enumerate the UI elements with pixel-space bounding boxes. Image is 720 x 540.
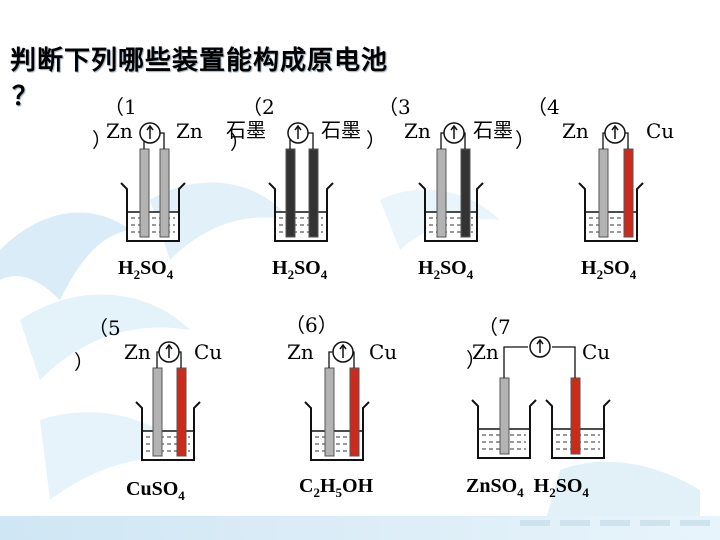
setup-1-left-electrode-label: Zn — [106, 119, 133, 143]
page-title-question-mark: ？ — [12, 82, 39, 112]
setup-6-right-electrode — [349, 367, 360, 457]
setup-1-beaker-glass — [120, 182, 186, 242]
setup-6-left-electrode-label: Zn — [287, 340, 314, 364]
setup-2-right-electrode-label: 石墨 — [321, 118, 361, 142]
setup-7-right-electrode — [570, 377, 581, 455]
setup-2-number-close: ） — [230, 130, 250, 154]
setup-5-right-electrode — [176, 367, 187, 457]
setup-5-left-electrode — [152, 367, 163, 457]
setup-6-left-electrode — [324, 367, 335, 457]
setup-6-beaker-glass — [304, 401, 370, 461]
setup-3-right-electrode-label: 石墨 — [473, 118, 513, 142]
setup-3-number-close: ） — [366, 128, 386, 152]
setup-2-number: （2 — [242, 95, 275, 119]
setup-2-left-electrode — [285, 148, 296, 238]
setup-2-left-electrode-label: 石墨 — [226, 118, 266, 142]
setup-7-number: （7 — [478, 315, 511, 339]
setup-6-galvanometer-icon-needle-arrow — [339, 343, 347, 350]
setup-5-right-electrode-label: Cu — [194, 340, 223, 364]
setup-5-galvanometer-icon-needle-arrow — [165, 343, 173, 350]
setup-4-wire-right — [625, 132, 629, 149]
setup-3-right-electrode — [460, 148, 471, 238]
setup-3-wire-left — [440, 132, 444, 149]
setup-4-left-electrode — [598, 148, 609, 238]
setup-3-left-electrode — [436, 148, 447, 238]
setup-7-wire-left — [503, 346, 528, 378]
setup-7-galvanometer-icon-needle-arrow — [536, 338, 544, 345]
setup-2-galvanometer-icon-needle-arrow — [294, 124, 302, 131]
setup-6-right-electrode-label: Cu — [369, 340, 398, 364]
setup-5-number: （5 — [88, 316, 121, 340]
setup-2-solution-label: H2SO4 — [272, 257, 328, 282]
setup-1-right-electrode-label: Zn — [176, 119, 203, 143]
setup-1-number-close: ） — [92, 128, 112, 152]
setup-1-number: （1 — [104, 95, 137, 119]
setup-1-beaker-liquid — [127, 212, 179, 241]
setup-2-beaker-glass — [268, 182, 334, 242]
setup-3-beaker-glass — [418, 182, 484, 242]
setup-7-right-beaker-glass — [545, 399, 611, 459]
setup-4-number-close: ） — [515, 128, 535, 152]
setup-7-solution-label: ZnSO4 H2SO4 — [466, 475, 589, 500]
setup-2-right-electrode — [308, 148, 319, 238]
setup-1-left-electrode — [139, 148, 150, 238]
setup-1-right-electrode — [159, 148, 170, 238]
setup-4-number: （4 — [527, 95, 560, 119]
setup-4-beaker-glass — [578, 182, 644, 242]
setup-5-solution-label: CuSO4 — [126, 478, 185, 503]
setup-6-wire-left — [328, 351, 333, 368]
setup-4-right-electrode — [623, 148, 634, 238]
setup-7-left-beaker-glass — [471, 399, 537, 459]
setup-3-left-electrode-label: Zn — [404, 119, 431, 143]
setup-7-left-electrode-label: Zn — [472, 340, 499, 364]
setup-6-number: （6） — [285, 313, 338, 337]
setup-1-galvanometer-icon-needle-arrow — [146, 124, 154, 131]
setup-4-galvanometer-icon-needle-arrow — [611, 124, 619, 131]
setup-6-solution-label: C2H5OH — [299, 475, 374, 500]
setup-7-number-close: ） — [466, 348, 486, 372]
setup-2-beaker-liquid — [275, 212, 327, 241]
setup-4-solution-label: H2SO4 — [581, 257, 637, 282]
setup-3-solution-label: H2SO4 — [418, 257, 474, 282]
page-title: 判断下列哪些装置能构成原电池 — [10, 46, 389, 76]
setup-7-wire-right — [552, 346, 576, 378]
setup-5-beaker-glass — [135, 401, 201, 461]
setup-1-wire-right — [160, 132, 165, 149]
setup-4-right-electrode-label: Cu — [646, 119, 675, 143]
setup-5-left-electrode-label: Zn — [124, 340, 151, 364]
setup-5-number-close: ） — [74, 350, 94, 374]
setup-7-left-electrode — [499, 377, 510, 455]
setup-3-number: （3 — [378, 95, 411, 119]
setup-3-galvanometer-icon-needle-arrow — [450, 124, 458, 131]
setup-7-right-electrode-label: Cu — [582, 340, 611, 364]
setup-1-solution-label: H2SO4 — [118, 257, 174, 282]
setup-2-wire-right — [308, 132, 314, 149]
setup-4-left-electrode-label: Zn — [562, 119, 589, 143]
